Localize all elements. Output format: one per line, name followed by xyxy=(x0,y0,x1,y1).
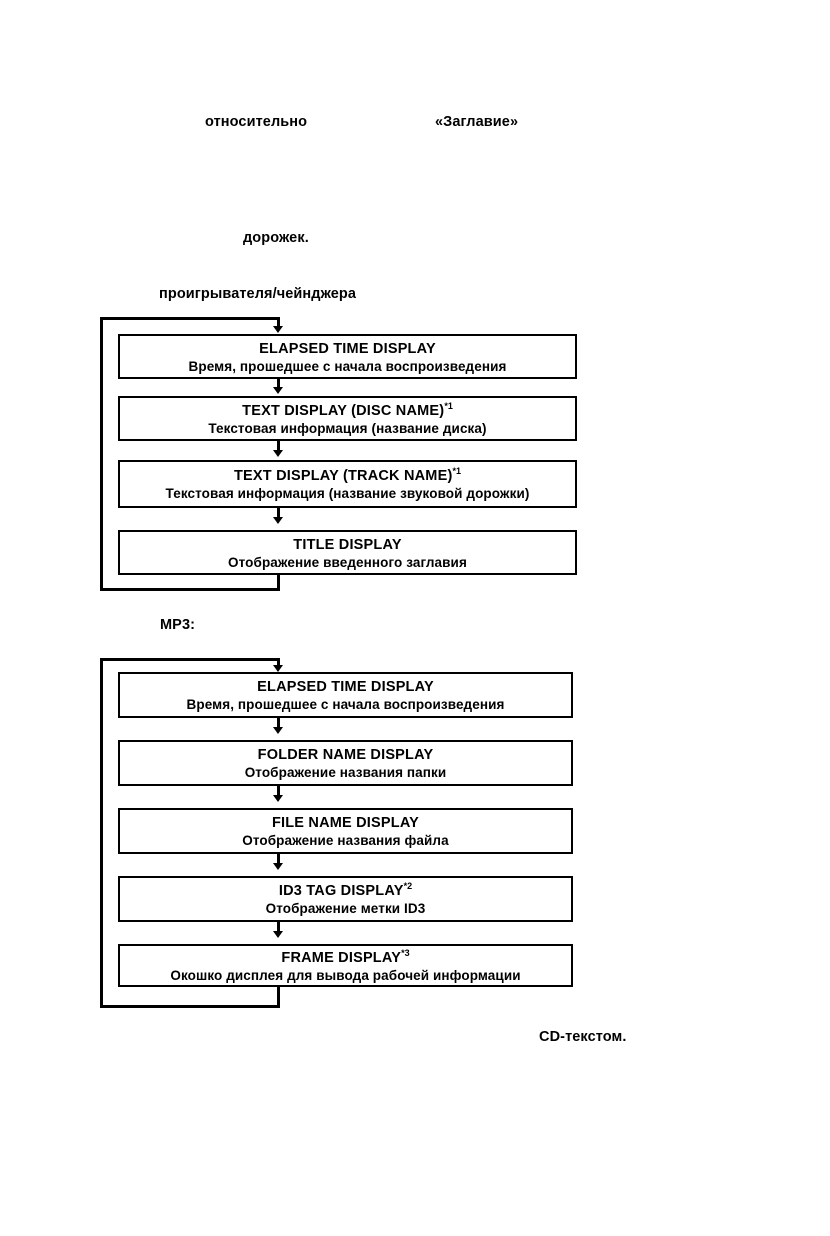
node-arrowhead xyxy=(273,863,283,870)
node-connector xyxy=(277,441,280,452)
node-arrowhead xyxy=(273,727,283,734)
flow-node-description: Время, прошедшее с начала воспроизведени… xyxy=(186,697,505,713)
text-fragment-player-changer: проигрывателя/чейнджера xyxy=(159,286,357,302)
flow-node[interactable]: FRAME DISPLAY*3 Окошко дисплея для вывод… xyxy=(118,944,573,987)
text-fragment-relative: относительно xyxy=(205,114,308,130)
flow-node-description: Отображение названия папки xyxy=(244,765,447,781)
flow-node-title: TITLE DISPLAY xyxy=(293,536,402,553)
flow-node[interactable]: TEXT DISPLAY (DISC NAME)*1 Текстовая инф… xyxy=(118,396,577,441)
entry-connector xyxy=(277,658,280,667)
flow-node-title: FILE NAME DISPLAY xyxy=(271,815,420,832)
text-fragment-title-quoted: «Заглавие» xyxy=(435,114,519,130)
loop-return-down-stub xyxy=(277,560,280,591)
flow-node[interactable]: ID3 TAG DISPLAY*2 Отображение метки ID3 xyxy=(118,876,573,922)
footnote-marker: *1 xyxy=(444,400,453,411)
node-arrowhead xyxy=(273,450,283,457)
footnote-marker: *1 xyxy=(452,466,461,477)
loop-return-top-rail xyxy=(100,317,280,591)
flow-node-description: Текстовая информация (название диска) xyxy=(208,420,487,436)
flow-node[interactable]: ELAPSED TIME DISPLAY Время, прошедшее с … xyxy=(118,672,573,718)
node-arrowhead xyxy=(273,387,283,394)
text-fragment-mp3-label: MP3: xyxy=(160,617,196,633)
node-connector xyxy=(277,854,280,865)
flow-node[interactable]: ELAPSED TIME DISPLAY Время, прошедшее с … xyxy=(118,334,577,379)
node-connector xyxy=(277,786,280,797)
footnote-marker: *2 xyxy=(403,881,413,892)
flow-node-title: ELAPSED TIME DISPLAY xyxy=(259,340,436,357)
flow-node-title: ELAPSED TIME DISPLAY xyxy=(257,679,434,696)
node-arrowhead xyxy=(273,517,283,524)
flow-node-title: FRAME DISPLAY*3 xyxy=(281,947,410,966)
entry-connector xyxy=(277,317,280,328)
flow-node-description: Отображение названия файла xyxy=(242,833,449,849)
flow-node-title: ID3 TAG DISPLAY*2 xyxy=(278,881,413,900)
flow-node-description: Окошко дисплея для вывода рабочей информ… xyxy=(170,967,521,983)
flow-node-description: Отображение метки ID3 xyxy=(265,901,426,917)
entry-arrowhead xyxy=(273,665,283,672)
text-fragment-tracks: дорожек. xyxy=(243,230,309,246)
flow-node[interactable]: TEXT DISPLAY (TRACK NAME)*1 Текстовая ин… xyxy=(118,460,577,508)
flow-node-title: FOLDER NAME DISPLAY xyxy=(257,747,434,764)
node-connector xyxy=(277,379,280,389)
node-connector xyxy=(277,922,280,933)
node-connector xyxy=(277,718,280,729)
text-fragment-cd-text: CD-текстом. xyxy=(539,1029,627,1045)
flow-node[interactable]: FILE NAME DISPLAY Отображение названия ф… xyxy=(118,808,573,854)
loop-return-bottom-rail xyxy=(100,658,280,1008)
flow-node[interactable]: TITLE DISPLAY Отображение введенного заг… xyxy=(118,530,577,575)
flow-node-title: TEXT DISPLAY (DISC NAME)*1 xyxy=(242,400,453,419)
footnote-marker: *3 xyxy=(401,947,410,958)
loop-return-top-rail xyxy=(100,658,280,1008)
loop-return-down-stub xyxy=(277,986,280,1008)
node-arrowhead xyxy=(273,931,283,938)
node-connector xyxy=(277,508,280,519)
flow-node-description: Время, прошедшее с начала воспроизведени… xyxy=(188,358,507,374)
entry-arrowhead xyxy=(273,326,283,333)
flow-node[interactable]: FOLDER NAME DISPLAY Отображение названия… xyxy=(118,740,573,786)
loop-return-bottom-rail xyxy=(100,317,280,591)
node-arrowhead xyxy=(273,795,283,802)
flow-node-title: TEXT DISPLAY (TRACK NAME)*1 xyxy=(233,466,461,485)
flow-node-description: Отображение введенного заглавия xyxy=(228,554,467,570)
flow-node-description: Текстовая информация (название звуковой … xyxy=(165,486,530,502)
